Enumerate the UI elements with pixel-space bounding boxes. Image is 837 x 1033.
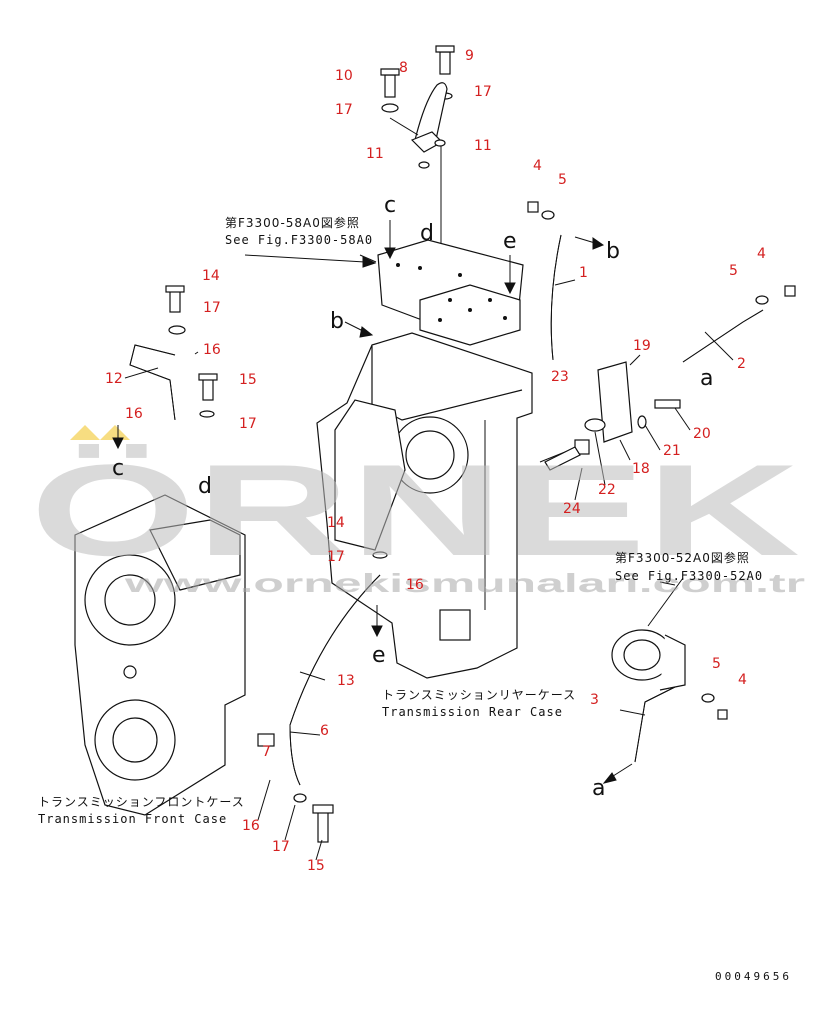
letter-d-left: d xyxy=(198,474,212,499)
ref2-jp: 第F3300-52A0図参照 xyxy=(615,550,750,565)
pn-20: 20 xyxy=(693,426,711,442)
pn-14b: 14 xyxy=(327,515,345,531)
pn-12: 12 xyxy=(105,371,123,387)
rear-case-label: トランスミッションリヤーケース Transmission Rear Case xyxy=(382,688,576,719)
part-number-labels: 10 8 9 17 17 11 11 4 5 1 5 4 2 14 17 16 … xyxy=(105,48,766,874)
pn-24: 24 xyxy=(563,501,581,517)
pn-17d: 17 xyxy=(239,416,257,432)
letter-d-top: d xyxy=(420,221,434,246)
pn-5c: 5 xyxy=(712,656,721,672)
pn-21: 21 xyxy=(663,443,681,459)
pn-3: 3 xyxy=(590,692,599,708)
pn-15a: 15 xyxy=(239,372,257,388)
pn-5b: 5 xyxy=(729,263,738,279)
drawing-number: 00049656 xyxy=(715,970,792,983)
pn-10: 10 xyxy=(335,68,353,84)
pn-17c: 17 xyxy=(203,300,221,316)
valve-body-18 xyxy=(539,361,681,463)
top-bracket-assembly xyxy=(380,45,455,300)
letter-a-right: a xyxy=(700,366,713,391)
ref1-en: See Fig.F3300-58A0 xyxy=(225,233,373,247)
rear-case-en: Transmission Rear Case xyxy=(382,705,563,719)
arrows xyxy=(112,220,633,784)
pn-5a: 5 xyxy=(558,172,567,188)
letter-b-left: b xyxy=(330,309,344,334)
transmission-front-case xyxy=(74,494,246,816)
pump-assembly xyxy=(611,577,686,691)
watermark-brand: ÖRNEK xyxy=(30,437,800,583)
pn-19: 19 xyxy=(633,338,651,354)
pn-16b: 16 xyxy=(125,406,143,422)
pn-2: 2 xyxy=(737,356,746,372)
letter-e-bottom: e xyxy=(372,643,386,668)
pn-22: 22 xyxy=(598,482,616,498)
pipes xyxy=(129,234,764,786)
front-case-jp: トランスミッションフロントケース xyxy=(38,795,245,809)
pn-13: 13 xyxy=(337,673,355,689)
watermark-url: www.ornekismunalari.com.tr xyxy=(123,568,805,598)
pn-17b: 17 xyxy=(474,84,492,100)
pn-15b: 15 xyxy=(307,858,325,874)
letter-c-top: c xyxy=(384,193,396,218)
pn-6: 6 xyxy=(320,723,329,739)
watermark-accent-right xyxy=(100,425,130,440)
pn-8: 8 xyxy=(399,60,408,76)
letter-e-top: e xyxy=(503,229,517,254)
leader-lines xyxy=(124,254,734,861)
pn-16c: 16 xyxy=(406,577,424,593)
pn-14a: 14 xyxy=(202,268,220,284)
pn-16a: 16 xyxy=(203,342,221,358)
ref1-jp: 第F3300-58A0図参照 xyxy=(225,215,360,230)
watermark: ÖRNEK www.ornekismunalari.com.tr xyxy=(30,425,805,598)
bolts xyxy=(165,201,796,843)
letter-c-left: c xyxy=(112,456,124,481)
letter-b-right: b xyxy=(606,239,620,264)
pn-17a: 17 xyxy=(335,102,353,118)
pn-17f: 17 xyxy=(272,839,290,855)
pn-11a: 11 xyxy=(366,146,384,162)
ref2-en: See Fig.F3300-52A0 xyxy=(615,569,763,583)
pn-1: 1 xyxy=(579,265,588,281)
pn-4c: 4 xyxy=(738,672,747,688)
transmission-rear-case xyxy=(316,332,533,679)
pn-4a: 4 xyxy=(533,158,542,174)
pn-18: 18 xyxy=(632,461,650,477)
front-case-en: Transmission Front Case xyxy=(38,812,227,826)
pn-23: 23 xyxy=(551,369,569,385)
pn-7: 7 xyxy=(262,744,271,760)
pn-9: 9 xyxy=(465,48,474,64)
pn-11b: 11 xyxy=(474,138,492,154)
pn-4b: 4 xyxy=(757,246,766,262)
front-case-label: トランスミッションフロントケース Transmission Front Case xyxy=(38,795,245,826)
pn-16d: 16 xyxy=(242,818,260,834)
reference-note-52a0: 第F3300-52A0図参照 See Fig.F3300-52A0 xyxy=(615,550,763,583)
pn-17e: 17 xyxy=(327,549,345,565)
rear-case-jp: トランスミッションリヤーケース xyxy=(382,688,576,702)
connection-letters: c d e b b a a c d e xyxy=(112,193,713,801)
valve-plate xyxy=(377,239,524,346)
letter-a-bottom: a xyxy=(592,776,605,801)
reference-note-58a0: 第F3300-58A0図参照 See Fig.F3300-58A0 xyxy=(225,215,373,247)
watermark-accent-left xyxy=(70,425,100,440)
